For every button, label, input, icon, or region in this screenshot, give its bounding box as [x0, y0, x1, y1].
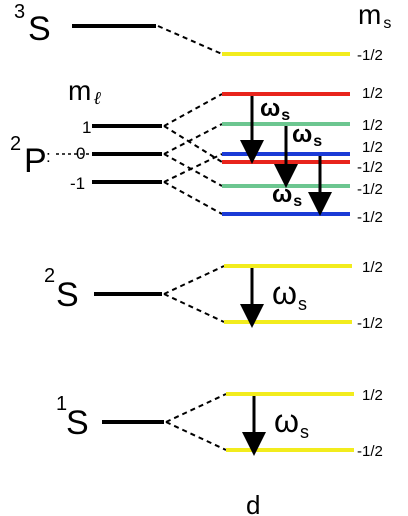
p-ms-label-4: -1/2 — [357, 159, 383, 176]
p-omega-label-2: ωs — [292, 121, 322, 150]
ml-value-minus1: -1 — [70, 174, 85, 193]
level-2p-colon: : — [46, 147, 51, 166]
level-3s-symbol: S — [28, 10, 51, 48]
p-ms-label-6: -1/2 — [357, 209, 383, 226]
level-1s-connector-up — [165, 393, 227, 423]
level-3s: 3 S -1/2 — [14, 1, 383, 64]
level-2s-multiplicity: 2 — [44, 265, 55, 287]
level-3s-connector — [157, 25, 223, 55]
connector-m1-up — [163, 153, 223, 183]
level-2s-omega-label: ωs — [272, 275, 307, 314]
connector-p0-down — [163, 153, 223, 187]
level-3s-multiplicity: 3 — [14, 1, 25, 23]
level-1s: 1 S 1/2 -1/2 ωs — [56, 387, 383, 460]
level-2s-ms-label-upper: 1/2 — [362, 259, 383, 276]
p-omega-label-3: ωs — [272, 181, 302, 210]
level-2p: mℓ 2 P : 1 0 -1 1/2 1/2 1/2 -1/2 -1/2 -1… — [10, 75, 383, 226]
level-2p-symbol: P — [24, 142, 47, 180]
level-2p-multiplicity: 2 — [10, 133, 21, 155]
p-ms-label-2: 1/2 — [362, 117, 383, 134]
level-1s-omega-label: ωs — [274, 403, 309, 442]
level-2s-connector-up — [163, 265, 225, 295]
level-2s: 2 S 1/2 -1/2 ωs — [44, 259, 383, 332]
level-3s-ms-label: -1/2 — [357, 47, 383, 64]
level-2s-symbol: S — [56, 276, 79, 314]
p-ms-label-5: -1/2 — [357, 181, 383, 198]
level-2s-ms-label-lower: -1/2 — [357, 315, 383, 332]
level-1s-ms-label-upper: 1/2 — [362, 387, 383, 404]
p-ms-label-1: 1/2 — [362, 85, 383, 102]
level-2s-connector-down — [163, 293, 225, 323]
panel-label: d — [246, 490, 260, 516]
level-1s-ms-label-lower: -1/2 — [357, 443, 383, 460]
level-1s-connector-down — [165, 421, 227, 451]
connector-p1-up — [163, 93, 223, 127]
p-omega-label-1: ωs — [260, 95, 290, 124]
p-ms-label-3: 1/2 — [362, 139, 383, 156]
level-1s-symbol: S — [66, 404, 89, 442]
connector-p1-down — [163, 125, 223, 163]
connector-m1-down — [163, 181, 223, 215]
level-1s-multiplicity: 1 — [56, 393, 67, 415]
connector-p0-up — [163, 123, 223, 155]
ml-value-plus1: 1 — [82, 118, 91, 137]
